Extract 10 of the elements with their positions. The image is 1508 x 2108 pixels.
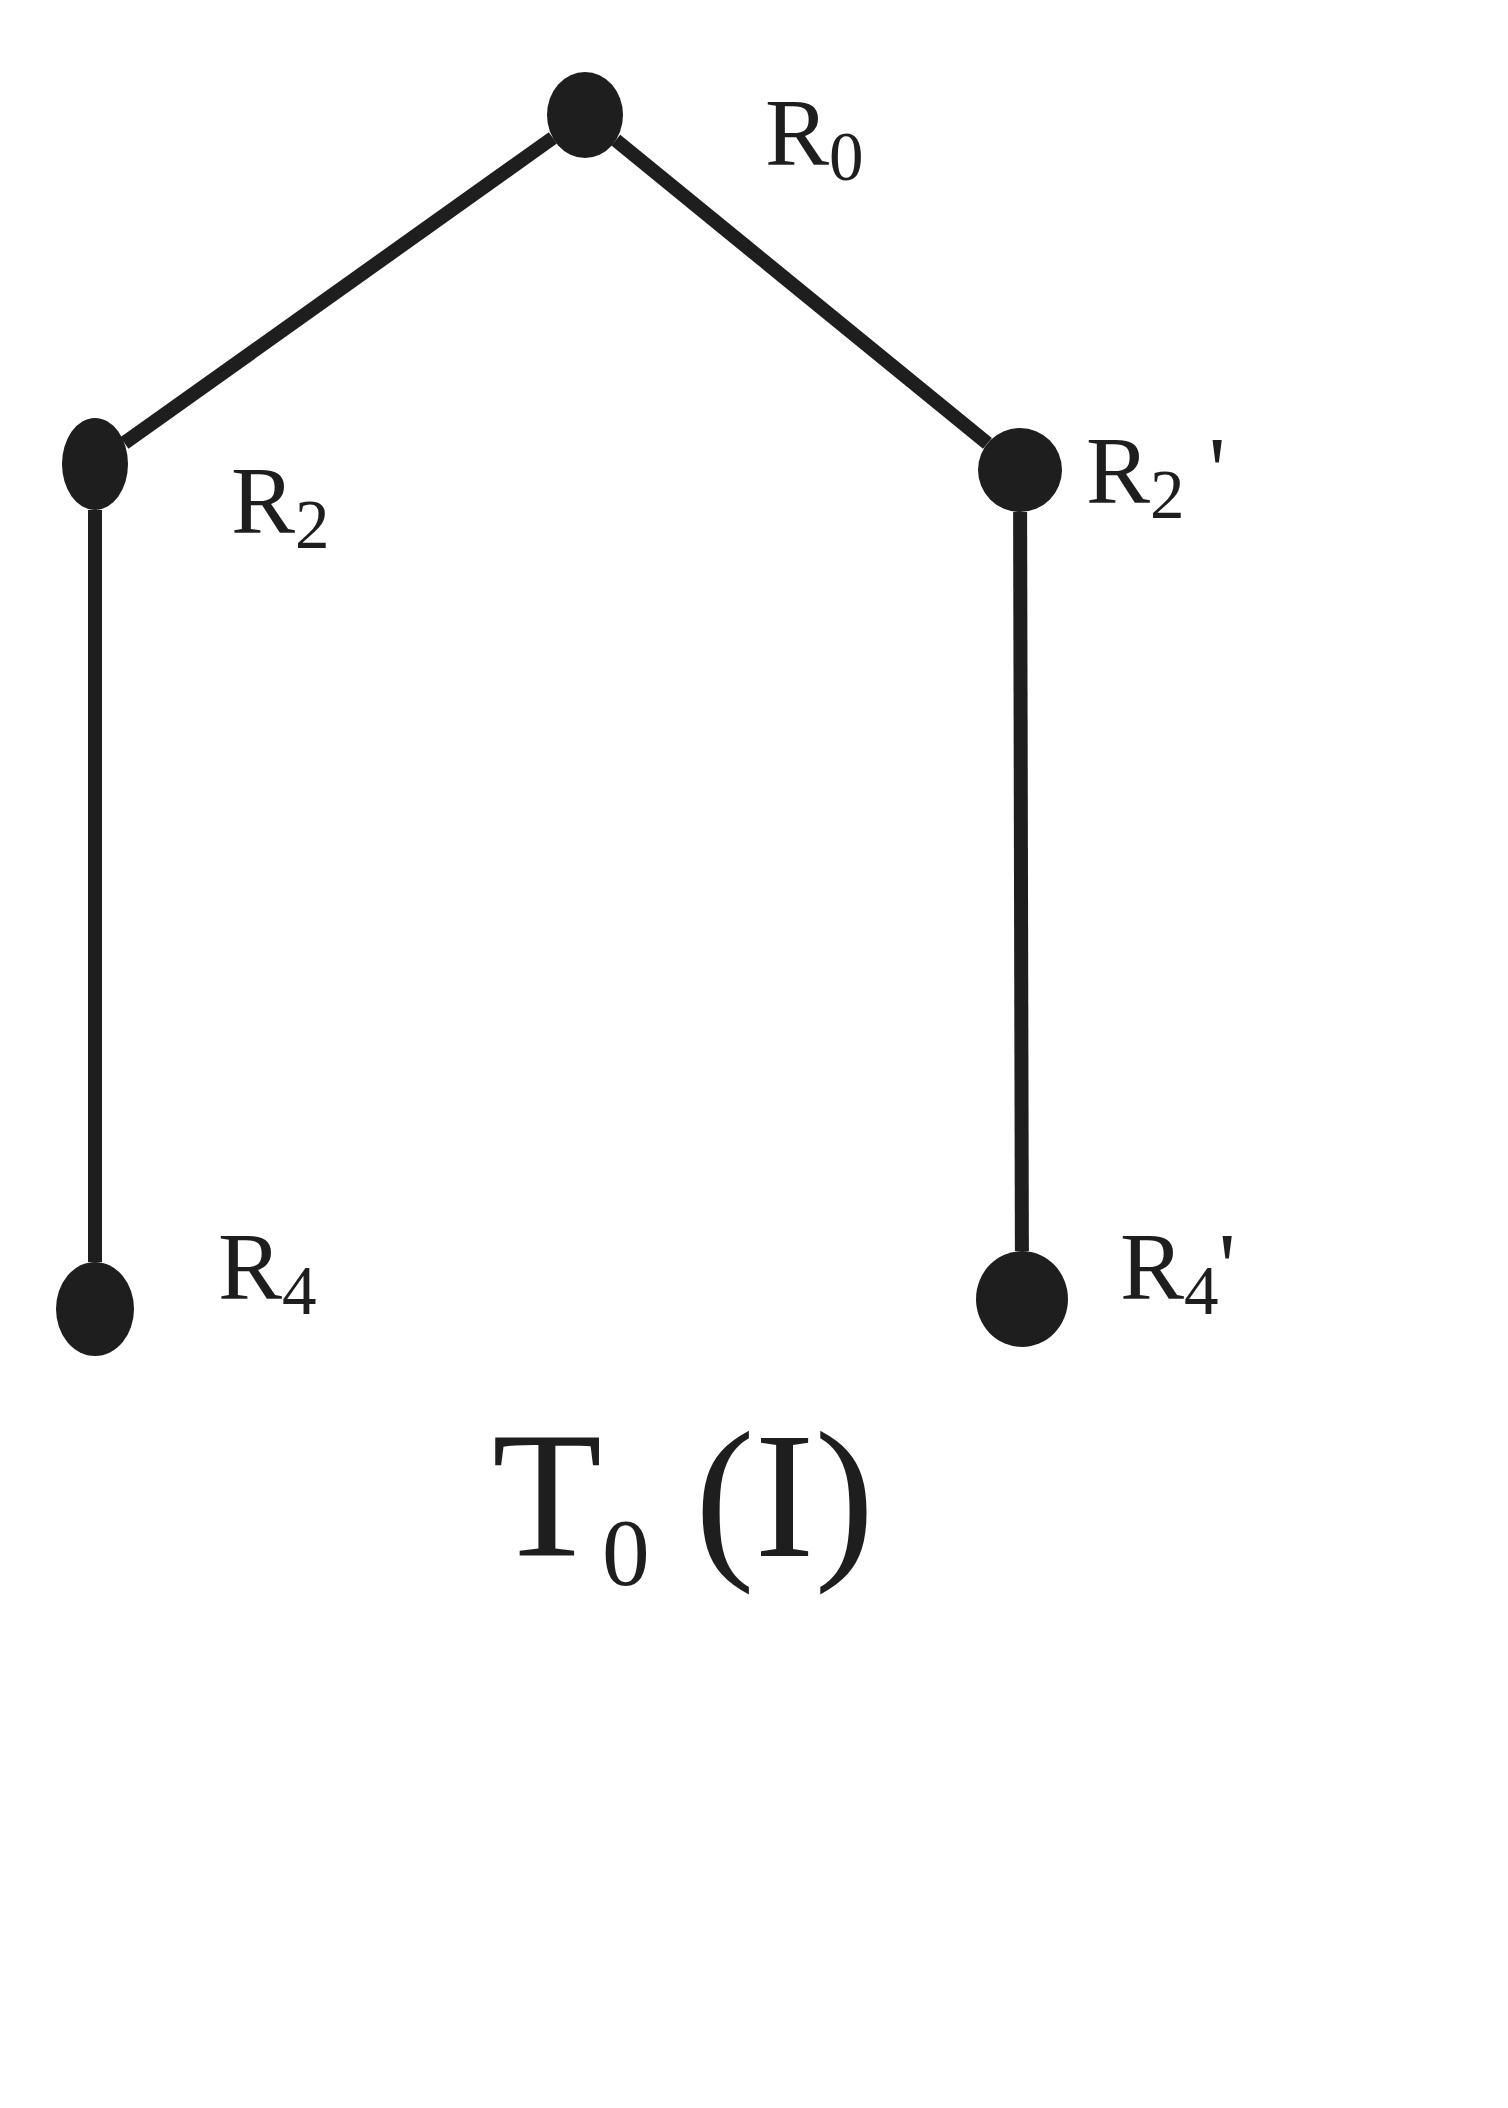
connector-line: [120, 132, 557, 449]
connector-line: [88, 510, 102, 1262]
node-label: R$_{4}$': [1120, 1219, 1236, 1327]
connector-line: [611, 134, 992, 449]
node-label: R$_{4}$: [218, 1219, 317, 1327]
node-label: R$_{2}$ ': [1086, 423, 1226, 531]
figure-caption: T$_{0}$ (I): [492, 1406, 875, 1608]
node-label: R$_{0}$: [765, 85, 864, 193]
connector-line: [1013, 512, 1029, 1251]
node-label: R$_{2}$: [231, 453, 330, 561]
